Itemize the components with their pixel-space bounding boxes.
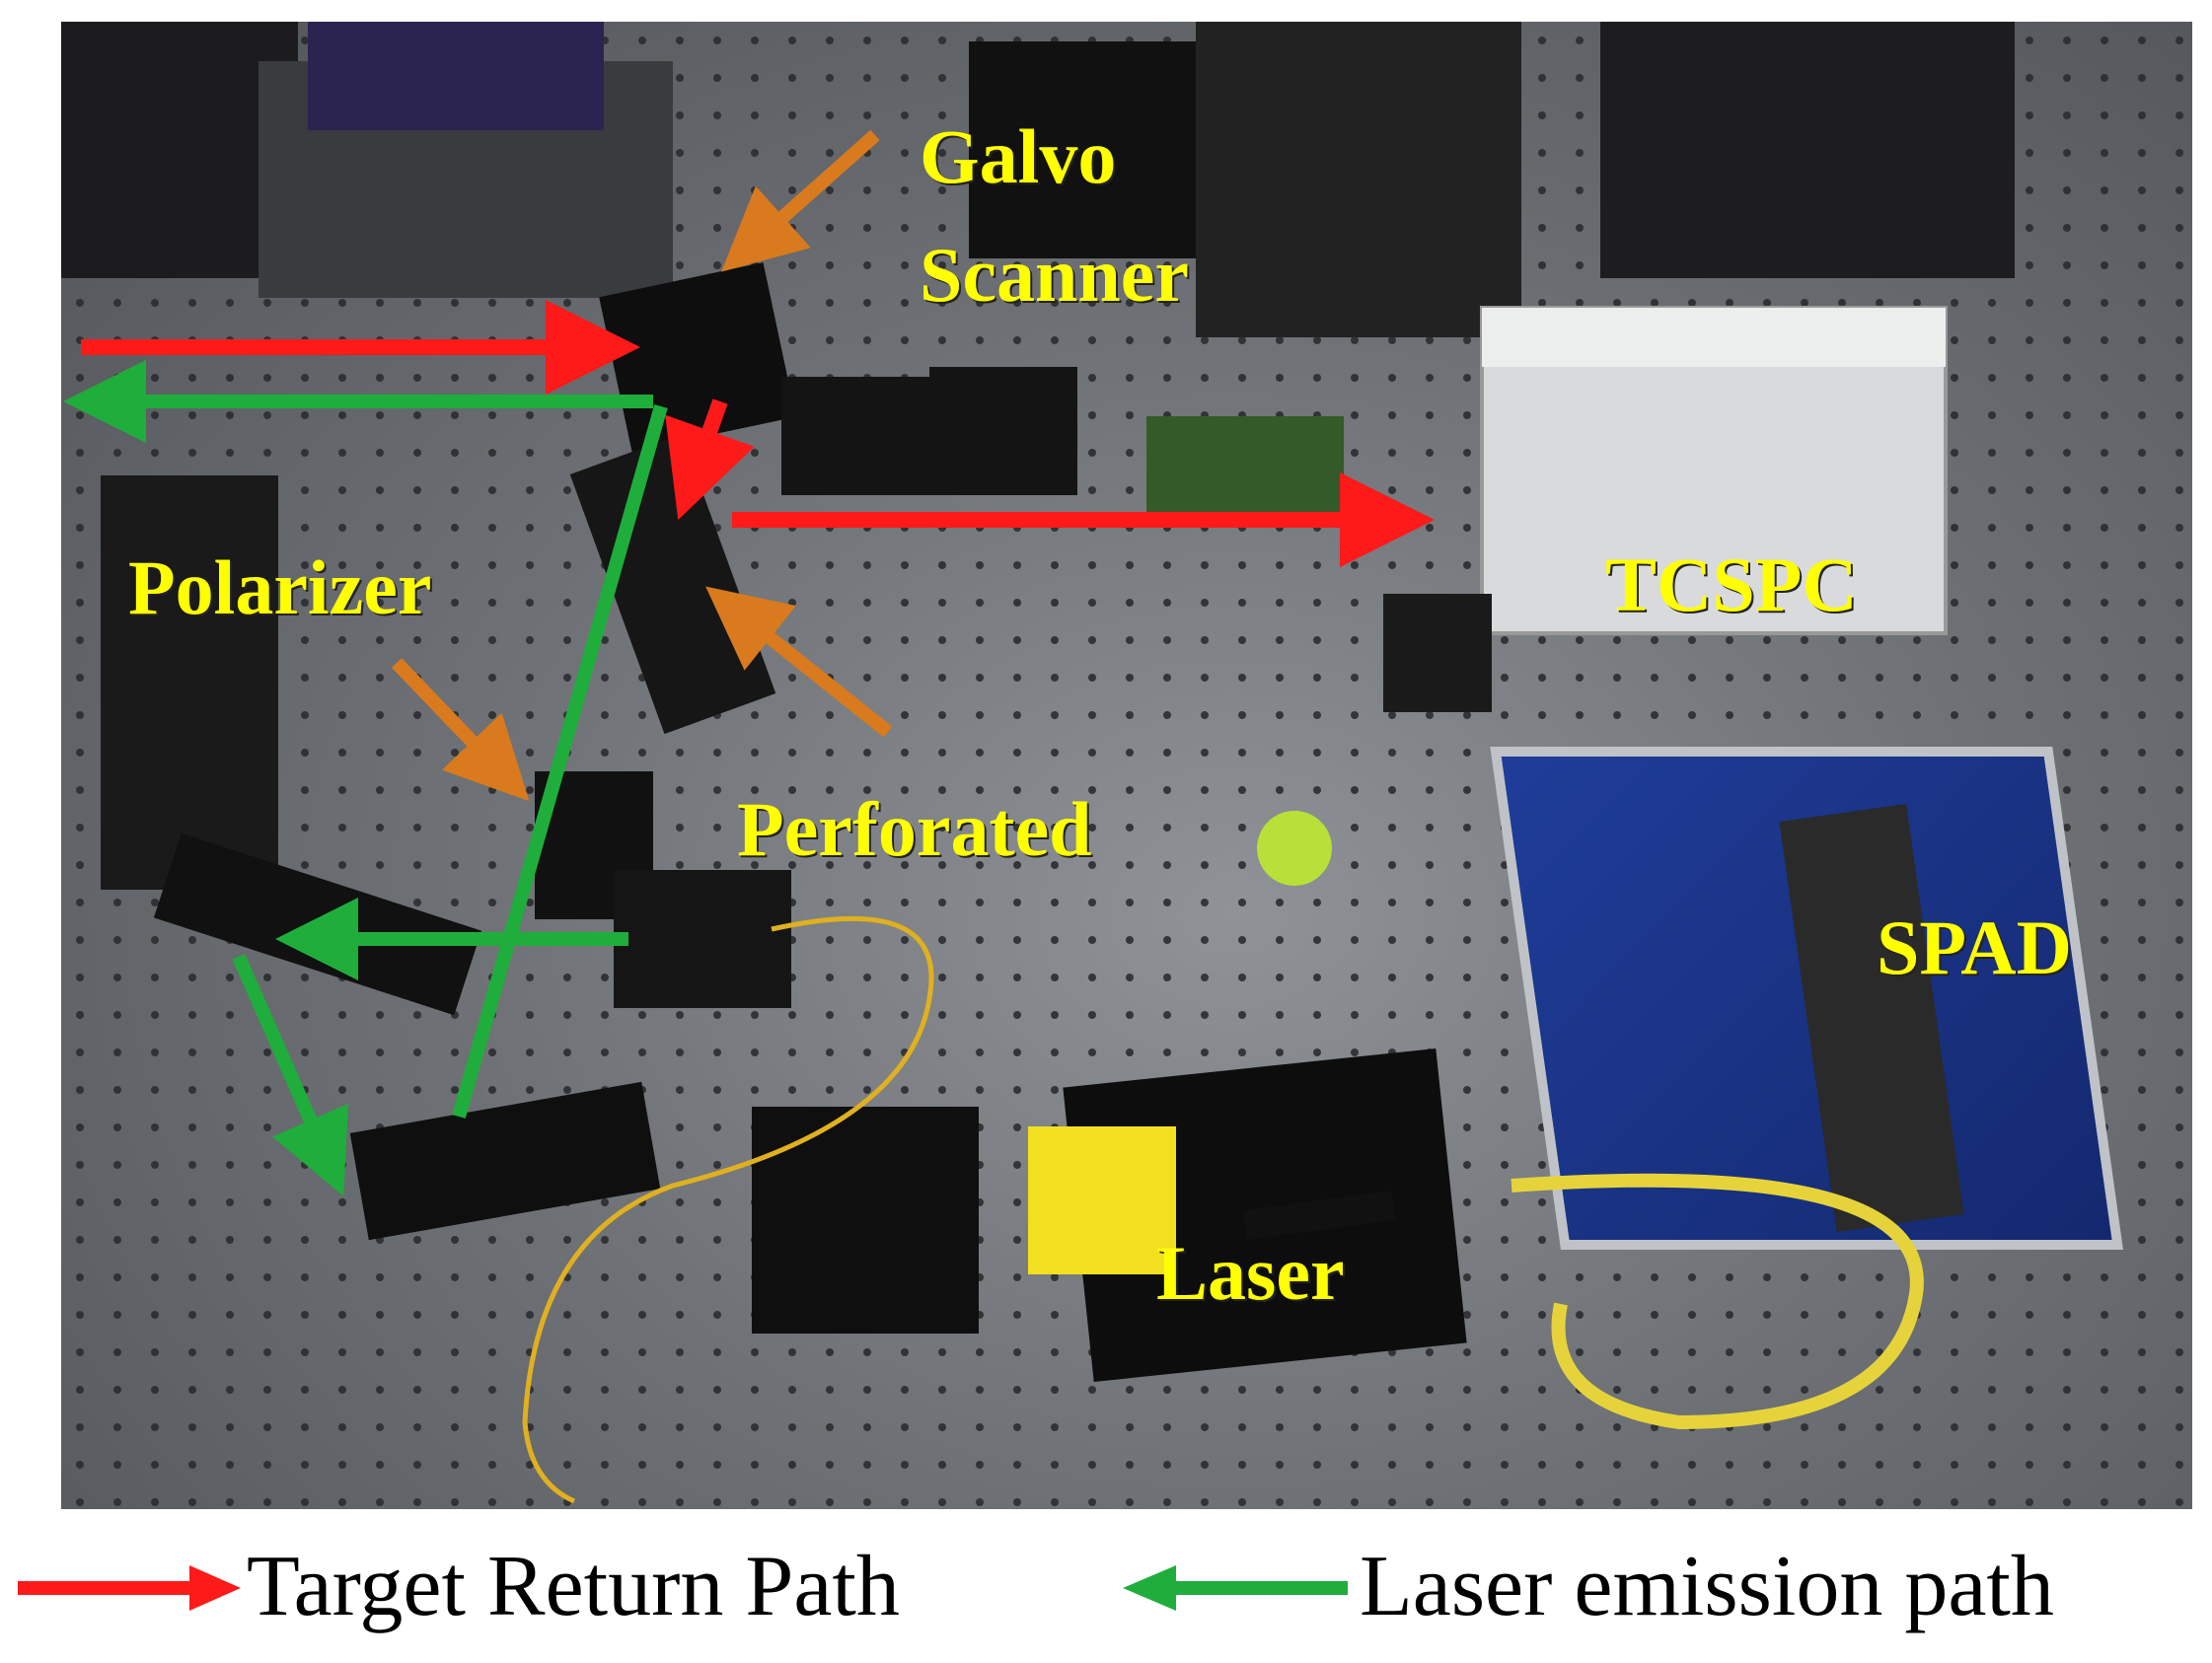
emission-path-segment [452,404,668,1119]
emission-path-arrow-3 [232,954,349,1196]
mount-2 [929,367,1077,495]
pc-tower [1196,22,1521,337]
level-bubble [1257,811,1332,886]
polarizer-pointer-arrow [391,658,530,802]
fiber-yellow-right [1511,1173,1924,1430]
xy-stage [752,1107,979,1334]
mount-1 [781,377,929,495]
fiber-collimator-mount [614,870,791,1008]
legend-target-return: Target Return Path [247,1539,900,1634]
label-galvo: Galvo [920,113,1117,199]
optical-bench-photo: Galvo Scanner Polarizer Perforated TCSPC… [61,22,2192,1509]
book [308,22,604,130]
galvo-pointer-arrow [721,129,880,272]
laser-danger-label [1028,1126,1176,1274]
label-laser: Laser [1156,1230,1345,1316]
legend-green-arrow [1123,1565,1348,1611]
label-tcspc: TCSPC [1605,542,1858,627]
tcspc-top [1482,308,1946,367]
stage-left [101,475,278,890]
perforated-pointer-arrow [705,586,893,738]
label-scanner: Scanner [920,232,1189,318]
fiber-yellow-left [522,915,934,1504]
legend-red-arrow [18,1565,241,1611]
mirror-mount-bottom [349,1081,661,1241]
label-polarizer: Polarizer [128,544,432,630]
return-path-arrow-2 [665,398,755,521]
detector-mount [1383,594,1492,712]
label-spad: SPAD [1877,904,2072,990]
bench-illustration [61,22,2192,1509]
label-perforated: Perforated [737,786,1092,872]
legend-laser-emission: Laser emission path [1360,1539,2054,1634]
laser-cable [1243,1191,1395,1240]
circuit-board [1146,416,1344,525]
monitor-right [1600,22,2015,278]
spad-driver [1779,803,1964,1233]
